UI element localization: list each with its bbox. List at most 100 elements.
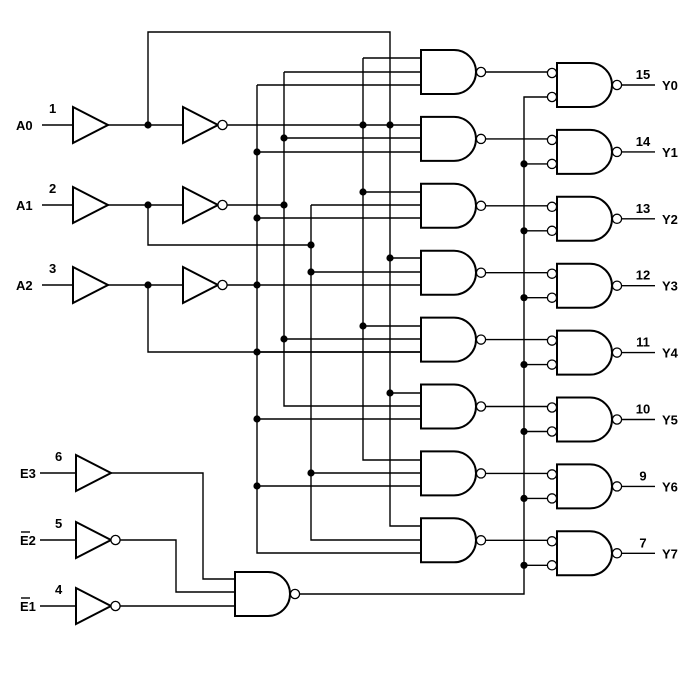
buffer-gate bbox=[72, 185, 111, 225]
output-gate bbox=[556, 329, 613, 376]
address-input-label: A2 bbox=[16, 278, 33, 293]
inversion-bubble bbox=[546, 536, 558, 547]
output-gate bbox=[556, 530, 613, 577]
pin-number: 10 bbox=[636, 402, 650, 417]
output-gate bbox=[556, 62, 613, 108]
inversion-bubble bbox=[546, 268, 558, 279]
enable-input-label: E1 bbox=[20, 599, 36, 614]
pin-number: 7 bbox=[639, 535, 646, 550]
inversion-bubble bbox=[546, 469, 558, 480]
inversion-bubble bbox=[475, 535, 487, 546]
inversion-bubble bbox=[546, 134, 558, 146]
junction-dot bbox=[359, 121, 367, 129]
junction-dot bbox=[386, 389, 394, 397]
bus-r bbox=[310, 205, 421, 541]
junction-dot bbox=[280, 134, 288, 142]
inverter-gate bbox=[75, 586, 114, 626]
decode-nand-gate bbox=[420, 115, 477, 162]
pin-number: 14 bbox=[636, 134, 651, 149]
output-label: Y0 bbox=[662, 78, 678, 93]
a1-wire bbox=[147, 205, 311, 246]
inversion-bubble bbox=[289, 588, 301, 600]
junction-dot bbox=[253, 348, 261, 356]
inversion-bubble bbox=[611, 481, 623, 492]
junction-dot bbox=[253, 482, 261, 490]
output-gate bbox=[556, 396, 613, 443]
output-label: Y7 bbox=[662, 546, 678, 561]
a0-bus bbox=[147, 31, 421, 527]
inversion-bubble bbox=[611, 280, 623, 291]
pin-number: 11 bbox=[636, 335, 650, 350]
output-label: Y6 bbox=[662, 479, 678, 494]
junction-dot bbox=[253, 214, 261, 222]
output-label: Y4 bbox=[662, 346, 679, 361]
junction-dot bbox=[253, 148, 261, 156]
junction-dot bbox=[280, 335, 288, 343]
enable-input-label: E3 bbox=[20, 466, 36, 481]
enable-input-label: E2 bbox=[20, 533, 36, 548]
junction-dot bbox=[359, 322, 367, 330]
inversion-bubble bbox=[546, 402, 558, 413]
address-input-label: A0 bbox=[16, 118, 33, 133]
inverter-gate bbox=[182, 105, 221, 145]
pin-number: 4 bbox=[55, 582, 63, 597]
decode-nand-gate bbox=[420, 517, 477, 564]
inversion-bubble bbox=[475, 401, 487, 412]
pin-number: 13 bbox=[636, 201, 650, 216]
pin-number: 2 bbox=[49, 181, 56, 196]
inversion-bubble bbox=[475, 267, 487, 278]
e3-wire bbox=[111, 472, 235, 580]
inversion-bubble bbox=[217, 119, 228, 131]
inversion-bubble bbox=[217, 279, 228, 291]
inversion-bubble bbox=[110, 600, 121, 612]
decode-nand-gate bbox=[420, 49, 477, 95]
inversion-bubble bbox=[546, 493, 558, 504]
output-gate bbox=[556, 463, 613, 510]
output-label: Y3 bbox=[662, 279, 678, 294]
pin-number: 9 bbox=[639, 468, 646, 483]
inversion-bubble bbox=[110, 534, 121, 546]
inversion-bubble bbox=[546, 426, 558, 437]
inversion-bubble bbox=[546, 158, 558, 170]
inversion-bubble bbox=[611, 414, 623, 425]
inversion-bubble bbox=[611, 146, 623, 158]
decode-nand-gate bbox=[420, 249, 477, 296]
junction-dot bbox=[307, 241, 315, 249]
output-gate bbox=[556, 195, 613, 242]
output-label: Y2 bbox=[662, 212, 678, 227]
junction-dot bbox=[386, 121, 394, 129]
inversion-bubble bbox=[546, 201, 558, 213]
junction-dot bbox=[386, 254, 394, 262]
buffer-gate bbox=[75, 453, 114, 493]
inversion-bubble bbox=[546, 91, 558, 103]
pin-number: 5 bbox=[55, 516, 62, 531]
enable-bus bbox=[300, 96, 547, 595]
inversion-bubble bbox=[546, 67, 558, 79]
output-label: Y5 bbox=[662, 413, 678, 428]
pin-number: 6 bbox=[55, 449, 62, 464]
inversion-bubble bbox=[475, 468, 487, 479]
inversion-bubble bbox=[475, 66, 487, 78]
output-label: Y1 bbox=[662, 145, 678, 160]
buffer-gate bbox=[72, 105, 111, 145]
decode-nand-gate bbox=[420, 182, 477, 229]
junction-dot bbox=[253, 415, 261, 423]
inversion-bubble bbox=[611, 213, 623, 225]
inverter-gate bbox=[182, 185, 221, 225]
pin-number: 15 bbox=[636, 67, 650, 82]
inversion-bubble bbox=[546, 292, 558, 303]
decode-nand-gate bbox=[420, 383, 477, 430]
bus-p bbox=[256, 85, 421, 554]
inversion-bubble bbox=[546, 335, 558, 346]
output-gate bbox=[556, 262, 613, 309]
inversion-bubble bbox=[217, 199, 228, 211]
inversion-bubble bbox=[611, 79, 623, 91]
bus-q bbox=[283, 72, 421, 407]
buffer-gate bbox=[72, 265, 111, 305]
inversion-bubble bbox=[475, 133, 487, 145]
decode-nand-gate bbox=[420, 316, 477, 363]
inversion-bubble bbox=[546, 359, 558, 370]
inversion-bubble bbox=[611, 548, 623, 559]
output-gate bbox=[556, 128, 613, 175]
